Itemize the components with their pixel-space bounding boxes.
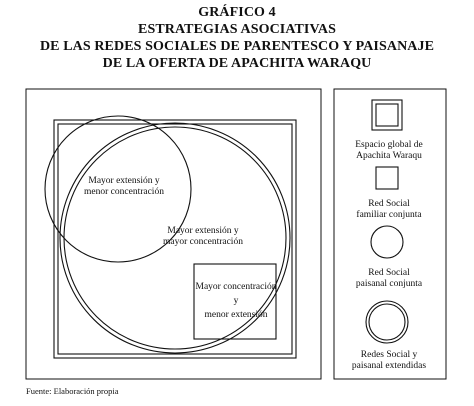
legend-label-global-2: Apachita Waraqu	[356, 151, 422, 161]
small-square-label-3: menor extensión	[204, 310, 267, 320]
small-square-label-2: y	[234, 296, 239, 306]
outer-frame-left	[25, 88, 322, 380]
legend-double-circle-inner	[368, 303, 406, 341]
legend-label-paisanal-1: Red Social	[368, 268, 410, 278]
family-network-square	[193, 263, 277, 340]
title-line-1: GRÁFICO 4	[198, 5, 276, 20]
legend-double-square-inner	[375, 103, 399, 127]
legend-label-family-1: Red Social	[368, 199, 410, 209]
global-space-outer-square	[53, 119, 297, 359]
chart-title: GRÁFICO 4 ESTRATEGIAS ASOCIATIVAS DE LAS…	[0, 4, 474, 72]
legend-label-family-2: familiar conjunta	[356, 209, 422, 220]
legend-circle-icon	[370, 225, 404, 259]
paisanal-network-circle	[44, 115, 192, 263]
small-square-label-1: Mayor concentración	[196, 282, 277, 292]
large-circle-label-1: Mayor extensión y	[167, 226, 238, 236]
title-line-3: DE LAS REDES SOCIALES DE PARENTESCO Y PA…	[39, 39, 435, 54]
source-note: Fuente: Elaboración propia	[26, 386, 119, 396]
legend-double-square-icon	[371, 99, 403, 131]
legend-double-circle-icon	[365, 300, 409, 344]
outer-frame-legend	[333, 88, 447, 380]
small-circle-label-1: Mayor extensión y	[88, 176, 159, 186]
large-circle-label-2: mayor concentración	[163, 237, 243, 247]
legend-label-paisanal-2: paisanal conjunta	[356, 279, 423, 289]
legend-label-extended-2: paisanal extendidas	[352, 361, 426, 371]
small-circle-label-2: menor concentración	[84, 187, 164, 197]
legend-label-extended-1: Redes Social y	[361, 350, 418, 360]
title-line-2: ESTRATEGIAS ASOCIATIVAS	[138, 22, 336, 37]
legend-square-icon	[375, 166, 399, 190]
global-space-inner-square	[57, 123, 293, 355]
legend-label-global-1: Espacio global de	[355, 140, 423, 150]
title-line-4: DE LA OFERTA DE APACHITA WARAQU	[102, 56, 372, 71]
extended-networks-outer-circle	[59, 122, 291, 354]
